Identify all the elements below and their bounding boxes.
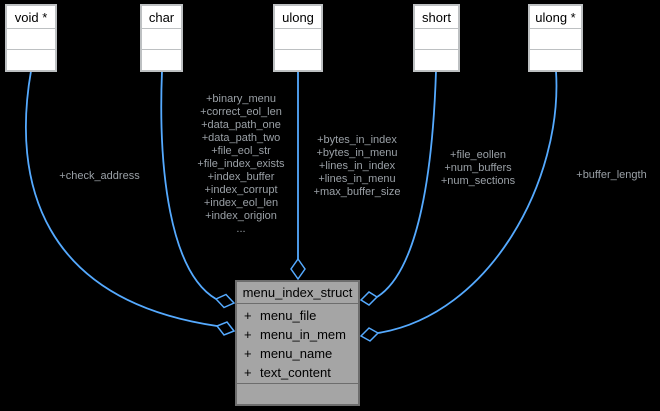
field-name: menu_in_mem	[260, 327, 346, 342]
edge-label-line: +check_address	[59, 170, 140, 182]
type-node-title: void *	[7, 6, 55, 29]
aggregation-diamond-char	[214, 293, 236, 309]
empty-compartment	[237, 384, 358, 404]
aggregation-diamond-ulong-ptr	[359, 327, 380, 342]
type-node-ulong-ptr: ulong *	[528, 4, 583, 72]
empty-compartment	[142, 29, 181, 50]
empty-compartment	[530, 50, 581, 70]
visibility-sign: +	[244, 365, 252, 380]
edge-label-void-ptr: +check_address	[42, 170, 157, 183]
edge-label-line: +index_buffer	[207, 171, 275, 183]
empty-compartment	[7, 50, 55, 70]
edge-label-line: +max_buffer_size	[313, 186, 401, 198]
edge-label-short: +file_eollen +num_buffers +num_sections	[430, 149, 526, 188]
empty-compartment	[415, 50, 458, 70]
type-node-title: ulong *	[530, 6, 581, 29]
edge-label-line: +num_sections	[440, 175, 516, 187]
edge-label-line: +binary_menu	[205, 93, 277, 105]
edge-label-line: +lines_in_index	[318, 160, 396, 172]
empty-compartment	[275, 50, 321, 70]
edge-label-line: +bytes_in_index	[317, 134, 397, 146]
edge-short	[376, 70, 437, 298]
edge-label-line: +data_path_one	[201, 119, 281, 131]
edge-label-line: +file_eol_str	[211, 145, 271, 157]
edge-label-line: +num_buffers	[444, 162, 512, 174]
struct-node-menu-index-struct: menu_index_struct + menu_file + menu_in_…	[235, 280, 360, 406]
field-name: menu_file	[260, 308, 317, 323]
visibility-sign: +	[244, 327, 252, 342]
type-node-char: char	[140, 4, 183, 72]
empty-compartment	[142, 50, 181, 70]
type-node-title: short	[415, 6, 458, 29]
empty-compartment	[7, 29, 55, 50]
edge-label-char: +binary_menu +correct_eol_len +data_path…	[182, 93, 300, 236]
edge-label-ulong: +bytes_in_index +bytes_in_menu +lines_in…	[300, 134, 414, 199]
struct-field: + menu_name	[244, 344, 358, 363]
type-node-title: ulong	[275, 6, 321, 29]
type-node-void-ptr: void *	[5, 4, 57, 72]
edge-label-line: +correct_eol_len	[200, 106, 282, 118]
edge-label-line: +data_path_two	[201, 132, 281, 144]
struct-field: + text_content	[244, 363, 358, 382]
empty-compartment	[530, 29, 581, 50]
struct-field: + menu_in_mem	[244, 325, 358, 344]
visibility-sign: +	[244, 308, 252, 323]
field-name: text_content	[260, 365, 331, 380]
edge-label-line: +file_index_exists	[197, 158, 285, 170]
edge-label-line: +bytes_in_menu	[316, 147, 398, 159]
type-node-ulong: ulong	[273, 4, 323, 72]
empty-compartment	[415, 29, 458, 50]
struct-title: menu_index_struct	[237, 282, 358, 304]
edge-label-line: +index_eol_len	[203, 197, 279, 209]
aggregation-diamond-ulong	[290, 257, 306, 281]
field-name: menu_name	[260, 346, 333, 361]
edge-void-ptr	[25, 70, 218, 327]
aggregation-diamond-short	[359, 291, 379, 306]
type-node-short: short	[413, 4, 460, 72]
edge-label-line: +lines_in_menu	[318, 173, 396, 185]
struct-fields: + menu_file + menu_in_mem + menu_name + …	[237, 304, 358, 384]
edge-char	[160, 70, 217, 300]
struct-field: + menu_file	[244, 306, 358, 325]
edge-label-line: +file_eollen	[450, 149, 506, 161]
edge-label-line: +buffer_length	[576, 169, 647, 181]
type-node-title: char	[142, 6, 181, 29]
edge-label-line: ...	[236, 223, 246, 235]
edge-ulong-ptr	[377, 70, 558, 334]
edge-label-ulong-ptr: +buffer_length	[563, 169, 660, 182]
aggregation-diamond-void-ptr	[215, 321, 236, 336]
edge-label-line: +index_corrupt	[204, 184, 278, 196]
edge-label-line: +index_origion	[205, 210, 277, 222]
empty-compartment	[275, 29, 321, 50]
visibility-sign: +	[244, 346, 252, 361]
